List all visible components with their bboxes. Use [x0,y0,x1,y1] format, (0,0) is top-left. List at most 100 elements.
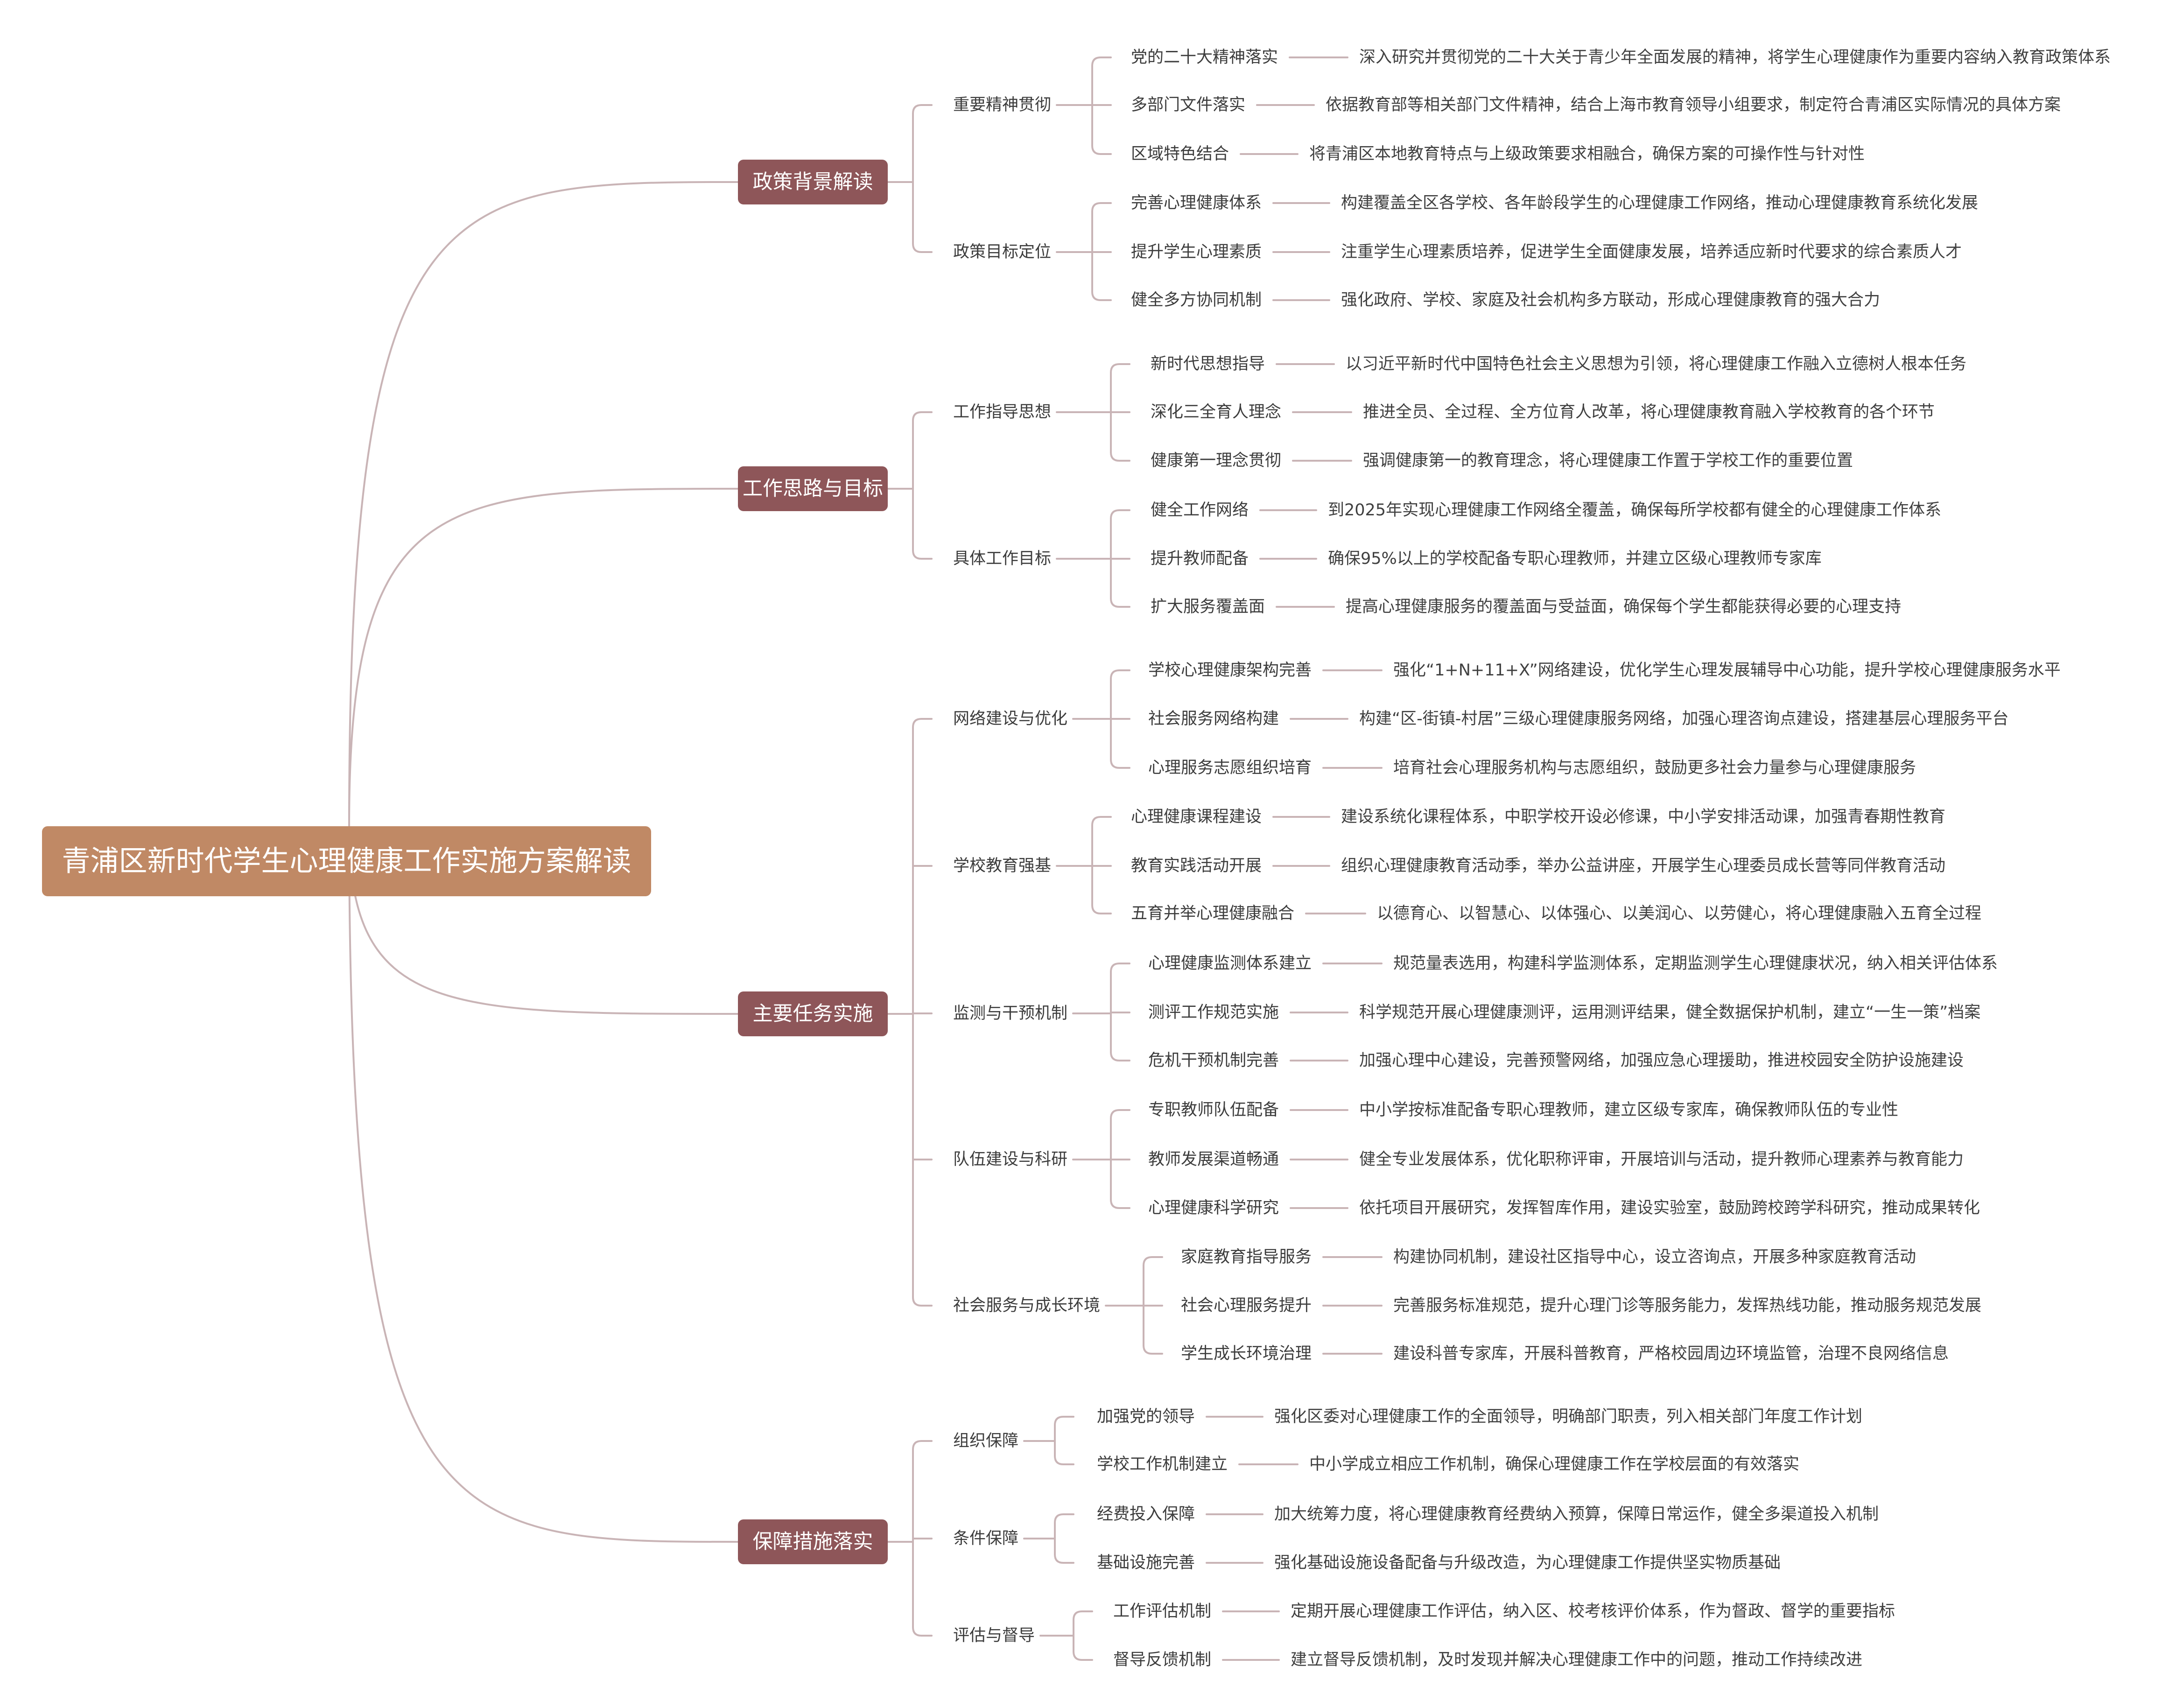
item-3-2-1: 心理健康课程建设 [1131,808,1262,826]
detail-3-2-3: 以德育心、以智慧心、以体强心、以美润心、以劳健心，将心理健康融入五育全过程 [1377,904,1982,923]
subtopic-2-1: 工作指导思想 [953,403,1052,422]
root-link-0 [348,181,739,827]
subtopic-4-2-bracket-branch-1 [1054,1553,1074,1564]
root-link-3 [348,825,739,1543]
detail-2-1-1: 以习近平新时代中国特色社会主义思想为引领，将心理健康工作融入立德树人根本任务 [1346,355,1967,373]
item-3-1-2: 社会服务网络构建 [1148,710,1279,728]
main-topic-4: 保障措施落实 [738,1519,888,1564]
subtopic-3-3-bracket-branch-2 [1110,1051,1130,1061]
item-2-2-3: 扩大服务覆盖面 [1151,597,1265,616]
detail-1-2-2: 注重学生心理素质培养，促进学生全面健康发展，培养适应新时代要求的综合素质人才 [1341,243,1962,261]
detail-3-3-2: 科学规范开展心理健康测评，运用测评结果，健全数据保护机制，建立“一生一策”档案 [1359,1003,1981,1022]
detail-3-3-3: 加强心理中心建设，完善预警网络，加强应急心理援助，推进校园安全防护设施建设 [1359,1051,1964,1070]
item-3-4-1: 专职教师队伍配备 [1148,1101,1279,1119]
subtopic-3-4-bracket-branch-2 [1110,1199,1130,1209]
item-3-5-2: 社会心理服务提升 [1181,1296,1312,1315]
item-3-2-2: 教育实践活动开展 [1131,857,1262,875]
detail-1-1-2: 依据教育部等相关部门文件精神，结合上海市教育领导小组要求，制定符合青浦区实际情况… [1326,96,2061,114]
main-3-bracket-branch-0 [912,718,933,728]
root-link-2 [348,825,739,1015]
subtopic-4-2: 条件保障 [953,1529,1019,1548]
detail-2-2-3: 提高心理健康服务的覆盖面与受益面，确保每个学生都能获得必要的心理支持 [1346,597,1902,616]
main-4-bracket-branch-2 [912,1626,933,1637]
item-2-1-1: 新时代思想指导 [1151,355,1265,373]
item-1-1-3: 区域特色结合 [1131,145,1229,163]
detail-4-2-1: 加大统筹力度，将心理健康教育经费纳入预算，保障日常运作，健全多渠道投入机制 [1274,1505,1879,1524]
subtopic-2-1-bracket-branch-0 [1110,363,1130,373]
item-3-4-2: 教师发展渠道畅通 [1148,1150,1279,1169]
main-topic-2: 工作思路与目标 [738,466,888,511]
detail-3-4-3: 依托项目开展研究，发挥智库作用，建设实验室，鼓励跨校跨学科研究，推动成果转化 [1359,1199,1980,1217]
subtopic-1-1-bracket-branch-0 [1091,56,1112,67]
item-1-2-3: 健全多方协同机制 [1131,291,1262,309]
subtopic-2-2-bracket-branch-2 [1110,597,1130,608]
item-3-2-3: 五育并举心理健康融合 [1131,904,1295,923]
subtopic-3-2-bracket-branch-0 [1091,816,1112,826]
detail-3-4-1: 中小学按标准配备专职心理教师，建立区级专家库，确保教师队伍的专业性 [1359,1101,1899,1119]
detail-1-2-3: 强化政府、学校、家庭及社会机构多方联动，形成心理健康教育的强大合力 [1341,291,1881,309]
subtopic-1-2: 政策目标定位 [953,243,1052,261]
item-3-4-3: 心理健康科学研究 [1148,1199,1279,1217]
item-2-1-2: 深化三全育人理念 [1151,403,1282,422]
subtopic-2-2: 具体工作目标 [953,549,1052,568]
item-1-2-2: 提升学生心理素质 [1131,243,1262,261]
subtopic-3-4: 队伍建设与科研 [953,1150,1068,1169]
item-3-1-1: 学校心理健康架构完善 [1148,661,1312,680]
detail-3-5-2: 完善服务标准规范，提升心理门诊等服务能力，发挥热线功能，推动服务规范发展 [1393,1296,1982,1315]
item-4-3-2: 督导反馈机制 [1113,1651,1212,1669]
item-2-2-2: 提升教师配备 [1151,549,1249,568]
subtopic-3-3: 监测与干预机制 [953,1004,1068,1023]
subtopic-3-5-bracket-branch-2 [1143,1344,1163,1355]
subtopic-3-3-bracket-branch-0 [1110,963,1130,973]
item-3-3-2: 测评工作规范实施 [1148,1003,1279,1022]
root-topic: 青浦区新时代学生心理健康工作实施方案解读 [42,826,651,896]
detail-3-4-2: 健全专业发展体系，优化职称评审，开展培训与活动，提升教师心理素养与教育能力 [1359,1150,1964,1169]
detail-3-5-1: 构建协同机制，建设社区指导中心，设立咨询点，开展多种家庭教育活动 [1393,1248,1916,1266]
detail-1-2-1: 构建覆盖全区各学校、各年龄段学生的心理健康工作网络，推动心理健康教育系统化发展 [1341,194,1979,212]
subtopic-1-2-bracket-branch-2 [1091,291,1112,301]
item-4-2-1: 经费投入保障 [1097,1505,1195,1524]
detail-4-2-2: 强化基础设施设备配备与升级改造，为心理健康工作提供坚实物质基础 [1274,1553,1781,1572]
detail-2-1-3: 强调健康第一的教育理念，将心理健康工作置于学校工作的重要位置 [1363,451,1853,470]
item-4-3-1: 工作评估机制 [1113,1602,1212,1621]
subtopic-4-1-bracket-branch-1 [1054,1455,1074,1465]
detail-2-1-2: 推进全员、全过程、全方位育人改革，将心理健康教育融入学校教育的各个环节 [1363,403,1935,422]
subtopic-1-1: 重要精神贯彻 [953,96,1052,114]
item-1-1-1: 党的二十大精神落实 [1131,48,1278,67]
detail-4-3-2: 建立督导反馈机制，及时发现并解决心理健康工作中的问题，推动工作持续改进 [1291,1651,1863,1669]
subtopic-3-1-bracket-branch-0 [1110,669,1130,680]
subtopic-3-1-bracket-branch-2 [1110,759,1130,769]
subtopic-4-1: 组织保障 [953,1432,1019,1450]
detail-3-1-2: 构建“区-街镇-村居”三级心理健康服务网络，加强心理咨询点建设，搭建基层心理服务… [1359,710,2009,728]
detail-3-3-1: 规范量表选用，构建科学监测体系，定期监测学生心理健康状况，纳入相关评估体系 [1393,954,1998,973]
detail-4-1-2: 中小学成立相应工作机制，确保心理健康工作在学校层面的有效落实 [1309,1455,1800,1474]
item-4-1-2: 学校工作机制建立 [1097,1455,1228,1474]
item-3-5-3: 学生成长环境治理 [1181,1344,1312,1363]
subtopic-4-1-bracket-branch-0 [1054,1416,1074,1426]
subtopic-3-5: 社会服务与成长环境 [953,1296,1101,1315]
subtopic-3-4-bracket-branch-0 [1110,1109,1130,1119]
item-2-2-1: 健全工作网络 [1151,501,1249,520]
subtopic-1-1-bracket-branch-2 [1091,145,1112,155]
main-1-bracket-branch-1 [912,243,933,253]
detail-1-1-1: 深入研究并贯彻党的二十大关于青少年全面发展的精神，将学生心理健康作为重要内容纳入… [1359,48,2111,67]
detail-4-1-1: 强化区委对心理健康工作的全面领导，明确部门职责，列入相关部门年度工作计划 [1274,1407,1863,1426]
subtopic-3-1: 网络建设与优化 [953,710,1068,728]
subtopic-1-2-bracket-branch-0 [1091,202,1112,212]
subtopic-2-2-bracket-branch-0 [1110,509,1130,520]
item-3-3-3: 危机干预机制完善 [1148,1051,1279,1070]
main-topic-1: 政策背景解读 [738,160,888,204]
detail-1-1-3: 将青浦区本地教育特点与上级政策要求相融合，确保方案的可操作性与针对性 [1309,145,1865,163]
main-2-bracket-branch-0 [912,411,933,422]
subtopic-4-2-bracket-branch-0 [1054,1513,1074,1524]
main-4-bracket-branch-0 [912,1440,933,1450]
item-3-5-1: 家庭教育指导服务 [1181,1248,1312,1266]
detail-3-2-2: 组织心理健康教育活动季，举办公益讲座，开展学生心理委员成长营等同伴教育活动 [1341,857,1946,875]
subtopic-2-1-bracket-branch-2 [1110,451,1130,462]
detail-3-2-1: 建设系统化课程体系，中职学校开设必修课，中小学安排活动课，加强青春期性教育 [1341,808,1946,826]
detail-2-2-1: 到2025年实现心理健康工作网络全覆盖，确保每所学校都有健全的心理健康工作体系 [1328,501,1942,520]
detail-2-2-2: 确保95%以上的学校配备专职心理教师，并建立区级心理教师专家库 [1328,549,1822,568]
detail-3-5-3: 建设科普专家库，开展科普教育，严格校园周边环境监管，治理不良网络信息 [1393,1344,1949,1363]
